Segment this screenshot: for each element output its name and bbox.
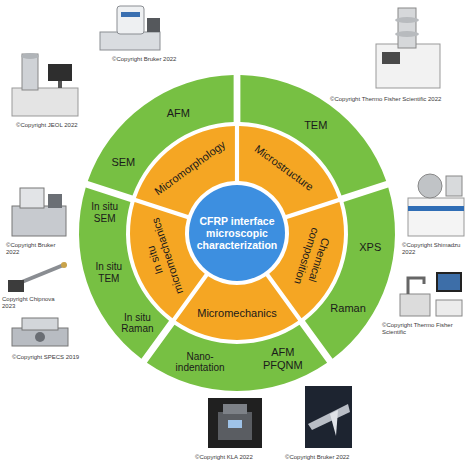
- nanoindenter-photo: [208, 398, 262, 448]
- sector-fill: [79, 187, 169, 358]
- method-label: Raman: [330, 302, 365, 315]
- method-label: AFM: [167, 106, 190, 119]
- copyright-label: ©Copyright Bruker 2022: [6, 242, 68, 256]
- method-label: AFM PFQNM: [260, 346, 306, 371]
- copyright-label: ©Copyright KLA 2022: [195, 454, 253, 461]
- sector-fill: [240, 75, 386, 195]
- center-title: CFRP interface microscopic characterizat…: [195, 215, 279, 251]
- afm-instrument-photo: [100, 6, 160, 50]
- sector-fill: [147, 325, 327, 391]
- sector-fill: [305, 187, 395, 358]
- sector-fill: [88, 75, 234, 195]
- copyright-label: ©Copyright Bruker 2022: [285, 454, 349, 461]
- center-circle: CFRP interface microscopic characterizat…: [189, 185, 285, 281]
- copyright-label: ©Copyright Thermo Fisher Scientific: [382, 322, 470, 336]
- copyright-label: ©Copyright SPECS 2019: [12, 354, 79, 361]
- method-label: XPS: [359, 241, 381, 254]
- method-label: Nano- indentation: [169, 350, 231, 373]
- copyright-label: Copyright Chipnova 2023: [2, 296, 68, 310]
- in-situ-tem-holder-photo: [8, 262, 67, 292]
- copyright-label: ©Copyright Shimadzu 2022: [402, 242, 470, 256]
- copyright-label: ©Copyright Bruker 2022: [112, 56, 176, 63]
- method-label: SEM: [111, 156, 135, 169]
- xps-instrument-photo: [408, 174, 464, 236]
- afm-tip-photo: [305, 386, 352, 448]
- raman-instrument-photo: [400, 272, 462, 316]
- category-label: Micromechanics: [197, 307, 276, 320]
- method-label: In situ SEM: [84, 201, 126, 224]
- copyright-label: ©Copyright JEOL 2022: [16, 122, 78, 129]
- in-situ-raman-stage-photo: [12, 318, 68, 346]
- sem-instrument-photo: [12, 53, 78, 116]
- sector-shape: [143, 321, 331, 392]
- in-situ-sem-stage-photo: [12, 188, 66, 236]
- circle-fill: [189, 185, 285, 281]
- method-label: TEM: [304, 118, 327, 131]
- copyright-label: ©Copyright Thermo Fisher Scientific 2022: [330, 96, 441, 103]
- method-sector: AFM PFQNM Nano- indentation: [143, 321, 331, 392]
- tem-instrument-photo: [376, 8, 440, 88]
- method-label: In situ Raman: [116, 311, 158, 334]
- method-label: In situ TEM: [88, 261, 130, 284]
